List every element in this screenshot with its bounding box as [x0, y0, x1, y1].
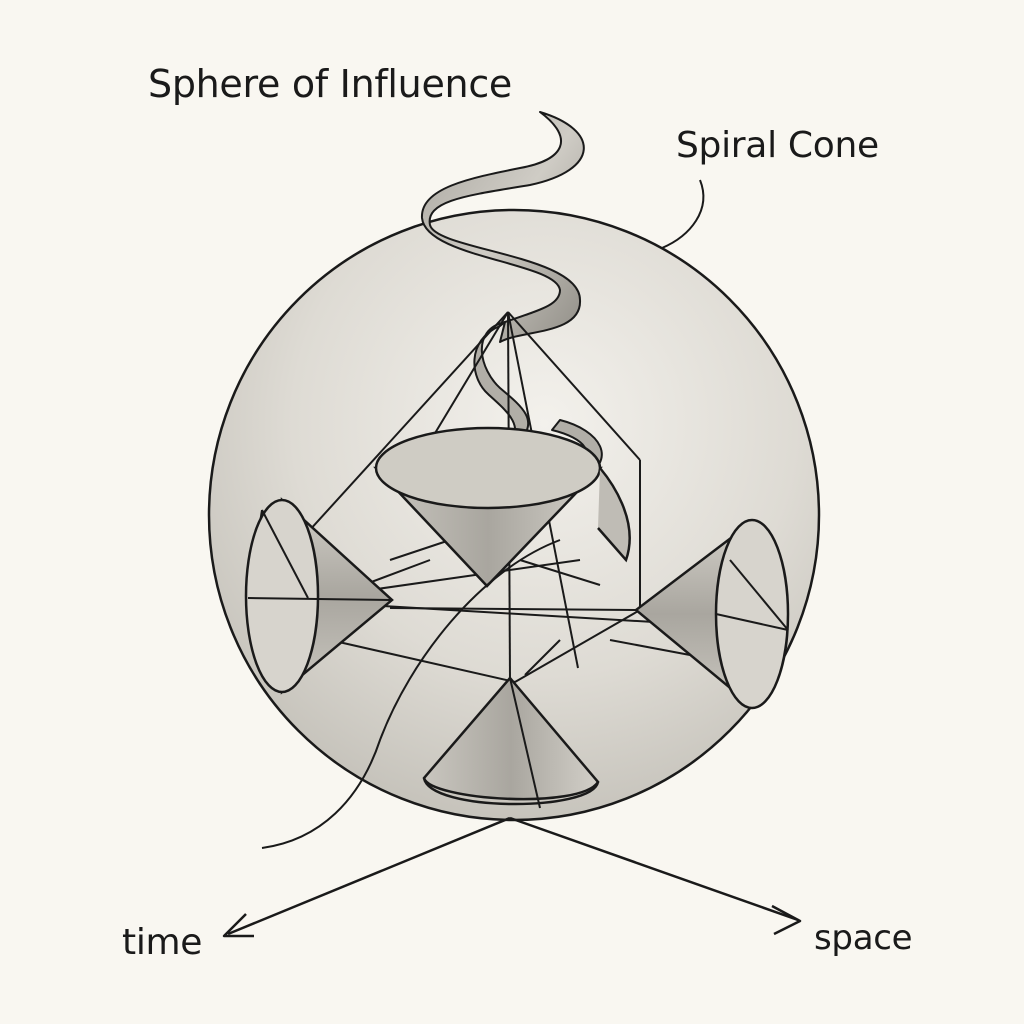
space-axis-line: [509, 816, 799, 922]
bottom-cone: [422, 676, 600, 809]
space-axis-label: space: [814, 918, 913, 958]
right-cone: [633, 518, 790, 710]
time-axis-line: [227, 816, 511, 936]
time-axis-label: time: [122, 922, 203, 963]
worldline-curve: [261, 539, 561, 849]
top-cone: [373, 426, 631, 588]
space-axis-arrowhead: [771, 904, 802, 936]
spiral-cone-label: Spiral Cone: [676, 125, 879, 166]
spiral-cone-leader: [661, 179, 705, 249]
sphere-of-influence-label: Sphere of Influence: [148, 62, 513, 106]
axes: [222, 816, 802, 938]
time-axis-arrowhead: [222, 913, 254, 938]
left-cone: [244, 497, 394, 695]
